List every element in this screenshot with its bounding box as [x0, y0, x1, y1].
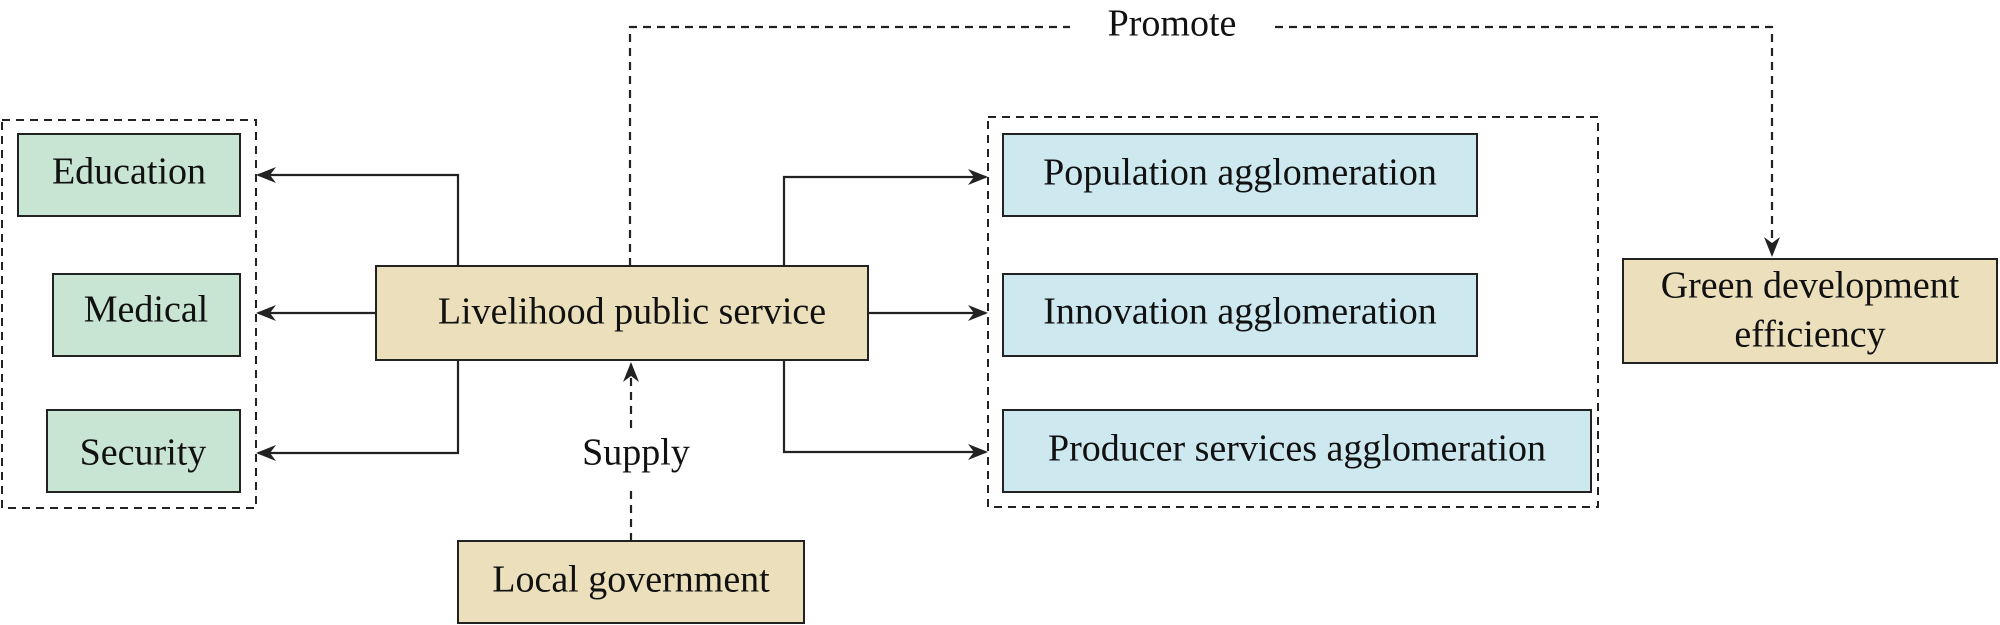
- node-education-label: Education: [52, 151, 206, 193]
- node-innovation-label: Innovation agglomeration: [1043, 291, 1437, 333]
- node-producer-services-agglomeration: Producer services agglomeration: [1002, 409, 1592, 493]
- promote-arrow-to-green: [1275, 25, 1780, 257]
- node-local-government: Local government: [457, 540, 805, 624]
- arrow-to-population: [782, 169, 988, 266]
- node-green-label-line1: Green development: [1661, 265, 1960, 307]
- node-population-agglomeration: Population agglomeration: [1002, 133, 1478, 217]
- arrow-to-producer: [782, 360, 988, 460]
- node-livelihood-public-service: Livelihood public service: [375, 265, 869, 361]
- node-innovation-agglomeration: Innovation agglomeration: [1002, 273, 1478, 357]
- node-medical: Medical: [52, 273, 241, 357]
- node-population-label: Population agglomeration: [1043, 152, 1437, 194]
- node-medical-label: Medical: [84, 289, 209, 331]
- node-local-government-label: Local government: [492, 559, 770, 601]
- node-green-label-line2: efficiency: [1734, 314, 1885, 356]
- right-group-container: [987, 116, 1599, 508]
- arrow-to-education: [256, 167, 460, 266]
- promote-label: Promote: [1108, 3, 1237, 45]
- node-green-development-efficiency: Green development efficiency: [1622, 258, 1998, 364]
- arrow-to-security: [256, 360, 460, 461]
- node-producer-label: Producer services agglomeration: [1048, 428, 1546, 470]
- node-education: Education: [17, 133, 241, 217]
- node-security-label: Security: [80, 432, 207, 474]
- supply-label: Supply: [582, 432, 690, 474]
- promote-line-left: [628, 25, 1070, 266]
- node-livelihood-label: Livelihood public service: [438, 291, 826, 333]
- node-security: Security: [46, 409, 241, 493]
